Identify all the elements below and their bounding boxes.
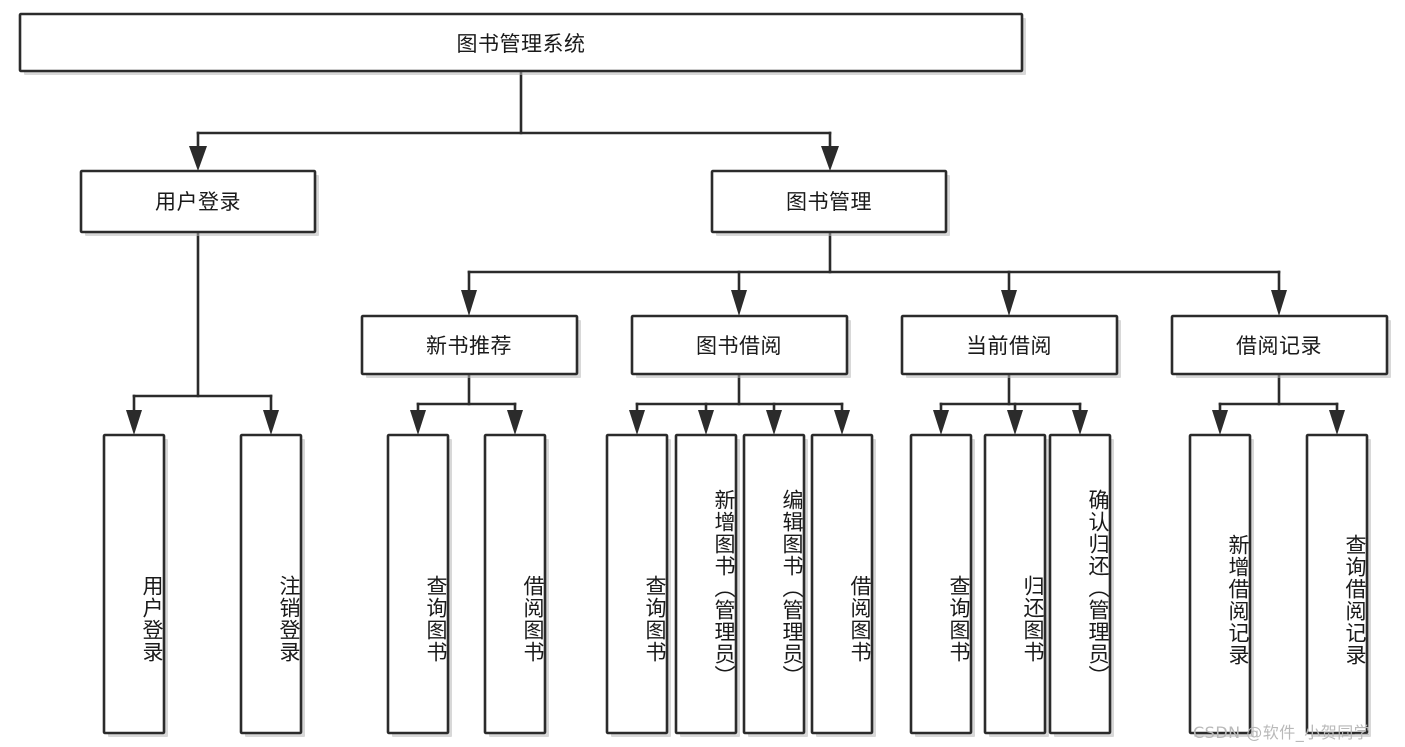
node-new-book-rec-label: 新书推荐 xyxy=(426,334,512,358)
csdn-watermark: CSDN @软件_小贺同学 xyxy=(1193,723,1371,742)
arrowhead-leaf-borrow-book-1 xyxy=(507,410,523,435)
node-leaf-query-book-1[interactable] xyxy=(386,433,452,737)
arrowhead-leaf-query-book-2 xyxy=(629,410,645,435)
arrowhead-book-borrow xyxy=(731,290,747,316)
arrowhead-book-manage xyxy=(821,146,839,171)
arrowhead-leaf-query-book-3 xyxy=(933,410,949,435)
arrowhead-current-borrow xyxy=(1001,290,1017,316)
node-leaf-add-record[interactable] xyxy=(1188,433,1254,737)
node-book-manage-label: 图书管理 xyxy=(786,190,872,214)
arrowhead-user-login xyxy=(189,146,207,171)
arrowhead-leaf-confirm-return xyxy=(1072,410,1088,435)
arrowhead-leaf-return-book xyxy=(1007,410,1023,435)
node-root-label: 图书管理系统 xyxy=(457,32,586,56)
arrowhead-leaf-logout xyxy=(263,410,279,435)
nodes-layer: 图书管理系统 用户登录 图书管理 新书推荐 图书 xyxy=(18,12,1391,737)
node-current-borrow-label: 当前借阅 xyxy=(966,334,1052,358)
node-leaf-confirm-return[interactable] xyxy=(1048,433,1114,737)
arrowhead-leaf-query-record xyxy=(1329,410,1345,435)
node-leaf-add-book[interactable] xyxy=(674,433,740,737)
arrowhead-leaf-edit-book xyxy=(766,410,782,435)
node-borrow-record-label: 借阅记录 xyxy=(1236,334,1322,358)
arrowhead-leaf-borrow-book-2 xyxy=(834,410,850,435)
node-leaf-borrow-book-1[interactable] xyxy=(483,433,549,737)
arrowhead-leaf-add-record xyxy=(1212,410,1228,435)
arrowhead-borrow-record xyxy=(1271,290,1287,316)
node-book-manage[interactable]: 图书管理 xyxy=(710,169,950,236)
node-leaf-edit-book[interactable] xyxy=(742,433,808,737)
arrowhead-leaf-query-book-1 xyxy=(410,410,426,435)
node-borrow-record[interactable]: 借阅记录 xyxy=(1170,314,1391,378)
arrowhead-leaf-user-login xyxy=(126,410,142,435)
arrowhead-new-book-rec xyxy=(461,290,477,316)
arrowhead-leaf-add-book xyxy=(698,410,714,435)
node-book-borrow-label: 图书借阅 xyxy=(696,334,782,358)
node-new-book-rec[interactable]: 新书推荐 xyxy=(360,314,581,378)
node-leaf-user-login[interactable] xyxy=(102,433,168,737)
node-leaf-query-book-2[interactable] xyxy=(605,433,671,737)
node-leaf-logout[interactable] xyxy=(239,433,305,737)
node-leaf-return-book[interactable] xyxy=(983,433,1049,737)
node-leaf-query-record[interactable] xyxy=(1305,433,1371,737)
node-leaf-query-book-3[interactable] xyxy=(909,433,975,737)
node-leaf-borrow-book-2[interactable] xyxy=(810,433,876,737)
node-book-borrow[interactable]: 图书借阅 xyxy=(630,314,851,378)
node-user-login-label: 用户登录 xyxy=(155,190,241,214)
node-user-login[interactable]: 用户登录 xyxy=(79,169,319,236)
node-current-borrow[interactable]: 当前借阅 xyxy=(900,314,1121,378)
node-root[interactable]: 图书管理系统 xyxy=(18,12,1026,75)
edges-layer xyxy=(126,69,1345,435)
